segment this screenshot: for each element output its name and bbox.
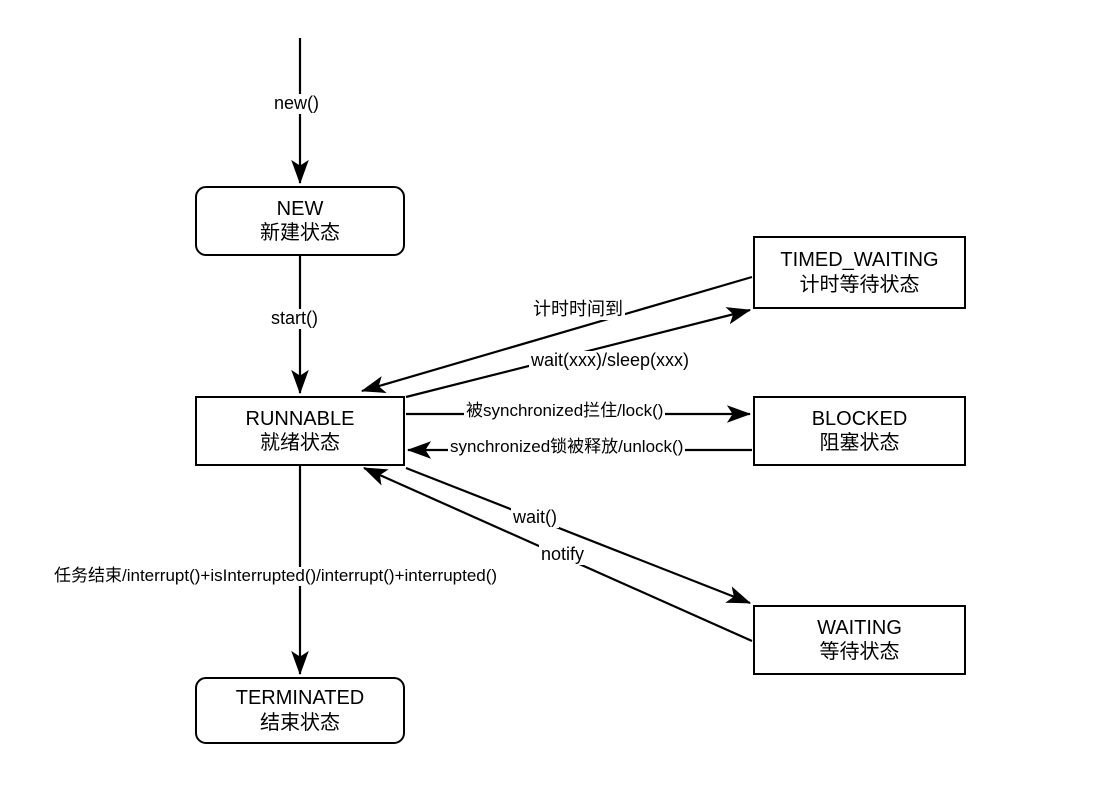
edge-label-wait: wait() xyxy=(511,507,559,528)
edge-timeup-line xyxy=(360,275,753,393)
edge-label-notify: notify xyxy=(539,544,587,565)
edge-label-unlock: synchronized锁被释放/unlock() xyxy=(448,437,686,457)
node-blocked-title: BLOCKED xyxy=(811,407,908,430)
node-waiting-title: WAITING xyxy=(817,616,902,639)
edge-label-time-up: 计时时间到 xyxy=(531,299,625,320)
node-new-title: NEW xyxy=(276,197,324,220)
node-runnable-subtitle: 就绪状态 xyxy=(260,432,340,454)
edge-label-wait-sleep: wait(xxx)/sleep(xxx) xyxy=(529,350,692,371)
node-blocked[interactable]: BLOCKED 阻塞状态 xyxy=(753,396,966,466)
node-runnable[interactable]: RUNNABLE 就绪状态 xyxy=(195,396,405,466)
edge-label-start: start() xyxy=(269,308,320,329)
edge-label-new: new() xyxy=(272,93,322,114)
edge-label-terminate: 任务结束/interrupt()+isInterrupted()/interru… xyxy=(52,566,500,586)
edge-wait-line xyxy=(405,466,752,605)
node-waiting[interactable]: WAITING 等待状态 xyxy=(753,605,966,675)
node-waiting-subtitle: 等待状态 xyxy=(819,641,900,663)
edge-label-lock: 被synchronized拦住/lock() xyxy=(464,401,666,421)
node-runnable-title: RUNNABLE xyxy=(245,407,355,430)
node-timed-waiting-subtitle: 计时等待状态 xyxy=(799,273,920,296)
node-timed-waiting-title: TIMED_WAITING xyxy=(780,249,939,272)
node-blocked-subtitle: 阻塞状态 xyxy=(819,432,900,454)
node-new[interactable]: NEW 新建状态 xyxy=(195,186,405,256)
node-terminated-title: TERMINATED xyxy=(235,687,365,710)
node-terminated[interactable]: TERMINATED 结束状态 xyxy=(195,677,405,744)
node-timed-waiting[interactable]: TIMED_WAITING 计时等待状态 xyxy=(753,236,966,309)
node-new-subtitle: 新建状态 xyxy=(260,222,340,244)
node-terminated-subtitle: 结束状态 xyxy=(260,711,340,734)
